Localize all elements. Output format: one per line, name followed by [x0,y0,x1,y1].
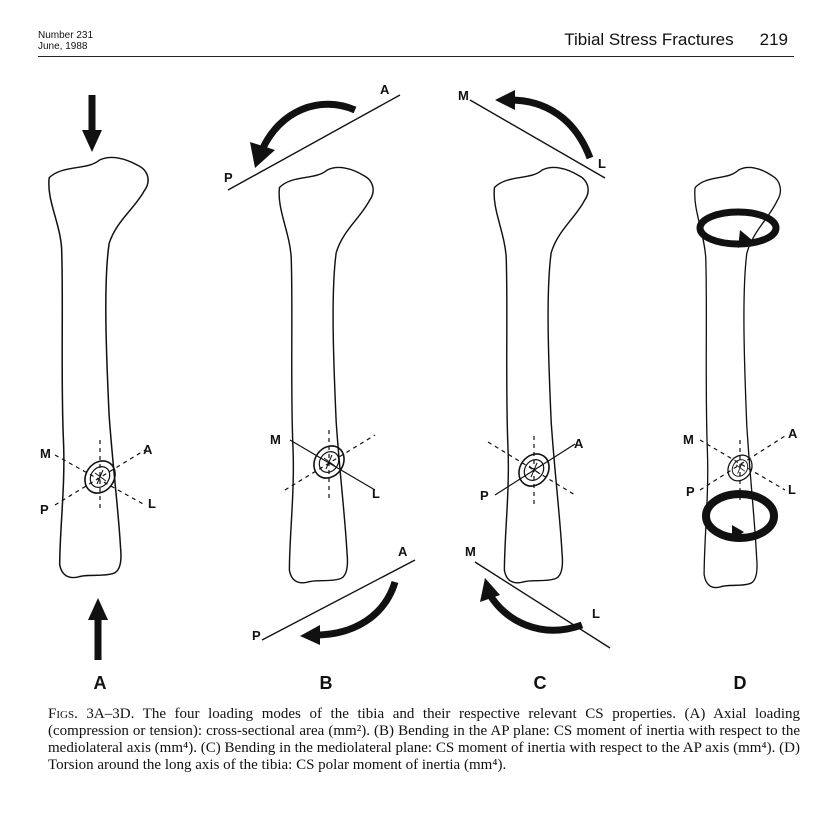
caption-label: Figs. 3A–3D. [48,706,135,722]
label-p: P [252,628,261,643]
label-l: L [788,482,796,497]
label-l: L [598,156,606,171]
panel-label-d: D [733,673,747,693]
panel-c-ml-bending: M L M L A P [458,88,611,649]
journal-date: June, 1988 [38,41,88,52]
panel-label-b: B [319,673,333,693]
torsion-ring-bottom [702,490,778,542]
panel-label-c: C [533,673,547,693]
journal-issue: Number 231 June, 1988 [38,30,93,52]
label-m: M [270,432,281,447]
label-m: M [683,432,694,447]
running-title: Tibial Stress Fractures [564,30,734,49]
label-a: A [398,544,408,559]
label-m: M [458,88,469,103]
label-a: A [574,436,584,451]
panel-label-a: A [93,673,107,693]
header-rule [38,56,794,57]
caption-text: The four loading modes of the tibia and … [48,706,801,773]
label-p: P [480,488,489,503]
panel-a-axial-loading: M A P L [40,95,156,660]
label-m: M [40,446,51,461]
panel-b-ap-bending: P A P A M L [224,82,416,645]
running-head: Tibial Stress Fractures 219 [564,30,788,50]
torsion-ring-top [696,208,780,248]
tibia-loading-figure: M A P L P A P A M L M L M [40,82,798,660]
panel-d-torsion: M A P L [683,166,798,589]
label-p: P [224,170,233,185]
label-m: M [465,544,476,559]
label-l: L [148,496,156,511]
figure-caption: Figs. 3A–3D. The four loading modes of t… [48,706,800,774]
label-a: A [788,426,798,441]
label-l: L [592,606,600,621]
label-a: A [143,442,153,457]
page-number: 219 [759,30,788,49]
label-a: A [380,82,390,97]
journal-number: Number 231 [38,30,94,41]
label-p: P [686,484,695,499]
label-p: P [40,502,49,517]
label-l: L [372,486,380,501]
